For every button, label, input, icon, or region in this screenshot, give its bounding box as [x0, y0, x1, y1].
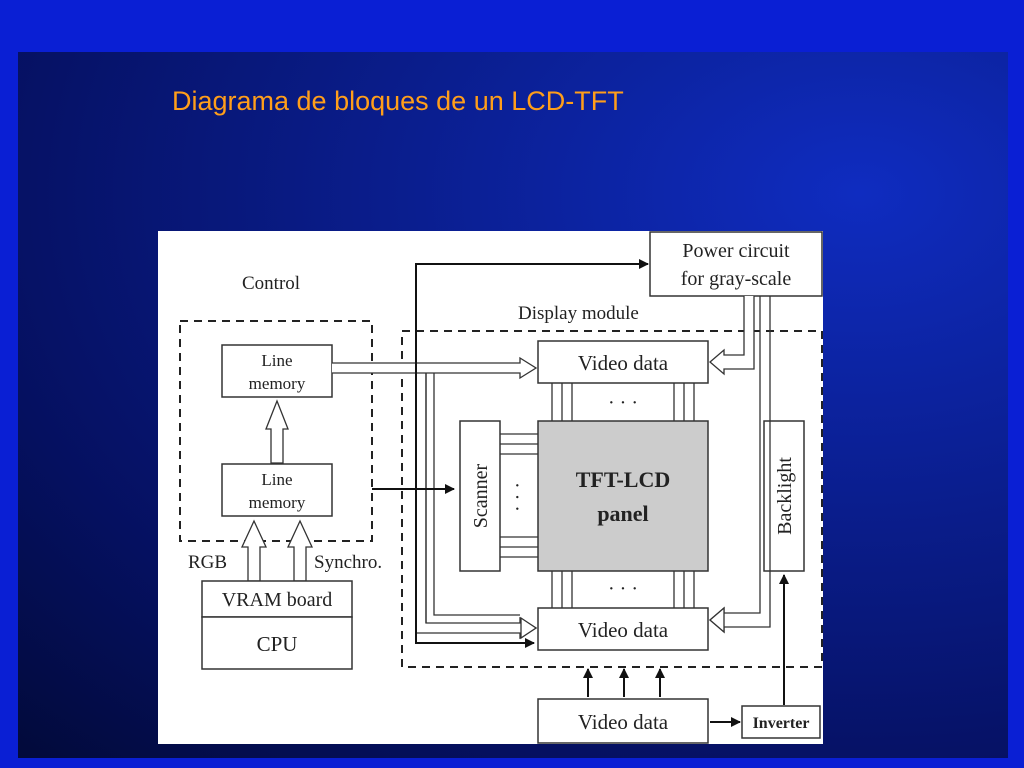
hollow-arrow-rgb [240, 519, 268, 582]
panel-line2: panel [597, 501, 648, 526]
hollow-power-to-video-bottom [709, 296, 771, 634]
scanner-label: Scanner [470, 463, 492, 528]
tft-lcd-panel [537, 420, 709, 572]
panel-line1: TFT-LCD [576, 467, 671, 492]
synchro-label: Synchro. [314, 552, 382, 573]
line-memory-top-line1: Line [261, 351, 292, 370]
hollow-arrow-memory [265, 399, 289, 464]
cpu-box [201, 616, 353, 670]
vram-board-label: VRAM board [222, 589, 333, 611]
arrow-to-video-bottom [415, 531, 535, 648]
video-data-bottom-label: Video data [578, 618, 669, 642]
dots-top: · · · [608, 392, 638, 414]
hollow-branch-inner [433, 373, 520, 616]
cpu-label: CPU [257, 632, 298, 656]
bus-lines-top [551, 383, 695, 421]
line-memory-bottom-box [221, 463, 333, 517]
display-module-label: Display module [518, 303, 639, 324]
hollow-power-to-video-top [709, 296, 755, 376]
hollow-arrowhead-video-bottom [520, 616, 538, 640]
line-memory-bottom-line2: memory [249, 493, 306, 512]
video-data-top-label: Video data [578, 351, 669, 375]
arrow-control-to-power [415, 259, 649, 531]
video-data-top-box [537, 340, 709, 384]
power-circuit-line1: Power circuit [682, 240, 790, 262]
hollow-branch-lines [415, 373, 427, 633]
bus-lines-bottom [551, 571, 695, 608]
power-circuit-line2: for gray-scale [681, 268, 792, 290]
display-module-region [401, 330, 823, 668]
power-circuit-box [649, 231, 823, 297]
hollow-arrowhead-power-bottom [709, 606, 725, 634]
backlight-box [763, 420, 805, 572]
rgb-label: RGB [188, 552, 227, 573]
backlight-label: Backlight [774, 457, 796, 535]
block-diagram: Control Display module Power circuit for… [158, 231, 823, 744]
control-region [179, 320, 373, 542]
line-memory-top-box [221, 344, 333, 398]
inverter-box [741, 705, 821, 739]
vram-board-box [201, 580, 353, 618]
scanner-box [459, 420, 501, 572]
line-memory-top-line2: memory [249, 374, 306, 393]
hollow-arrow-synchro [286, 519, 314, 582]
video-data-external-label: Video data [578, 710, 669, 734]
inverter-label: Inverter [753, 715, 810, 732]
dots-side: · · · [507, 482, 529, 512]
dots-bottom: · · · [608, 578, 638, 600]
control-label: Control [242, 273, 300, 294]
bus-lines-side [500, 433, 538, 558]
video-data-bottom-box [537, 607, 709, 651]
slide-title: Diagrama de bloques de un LCD-TFT [172, 86, 624, 116]
hollow-line-memory-to-video-top [332, 356, 538, 380]
line-memory-bottom-line1: Line [261, 470, 292, 489]
video-data-external-box [537, 698, 709, 744]
